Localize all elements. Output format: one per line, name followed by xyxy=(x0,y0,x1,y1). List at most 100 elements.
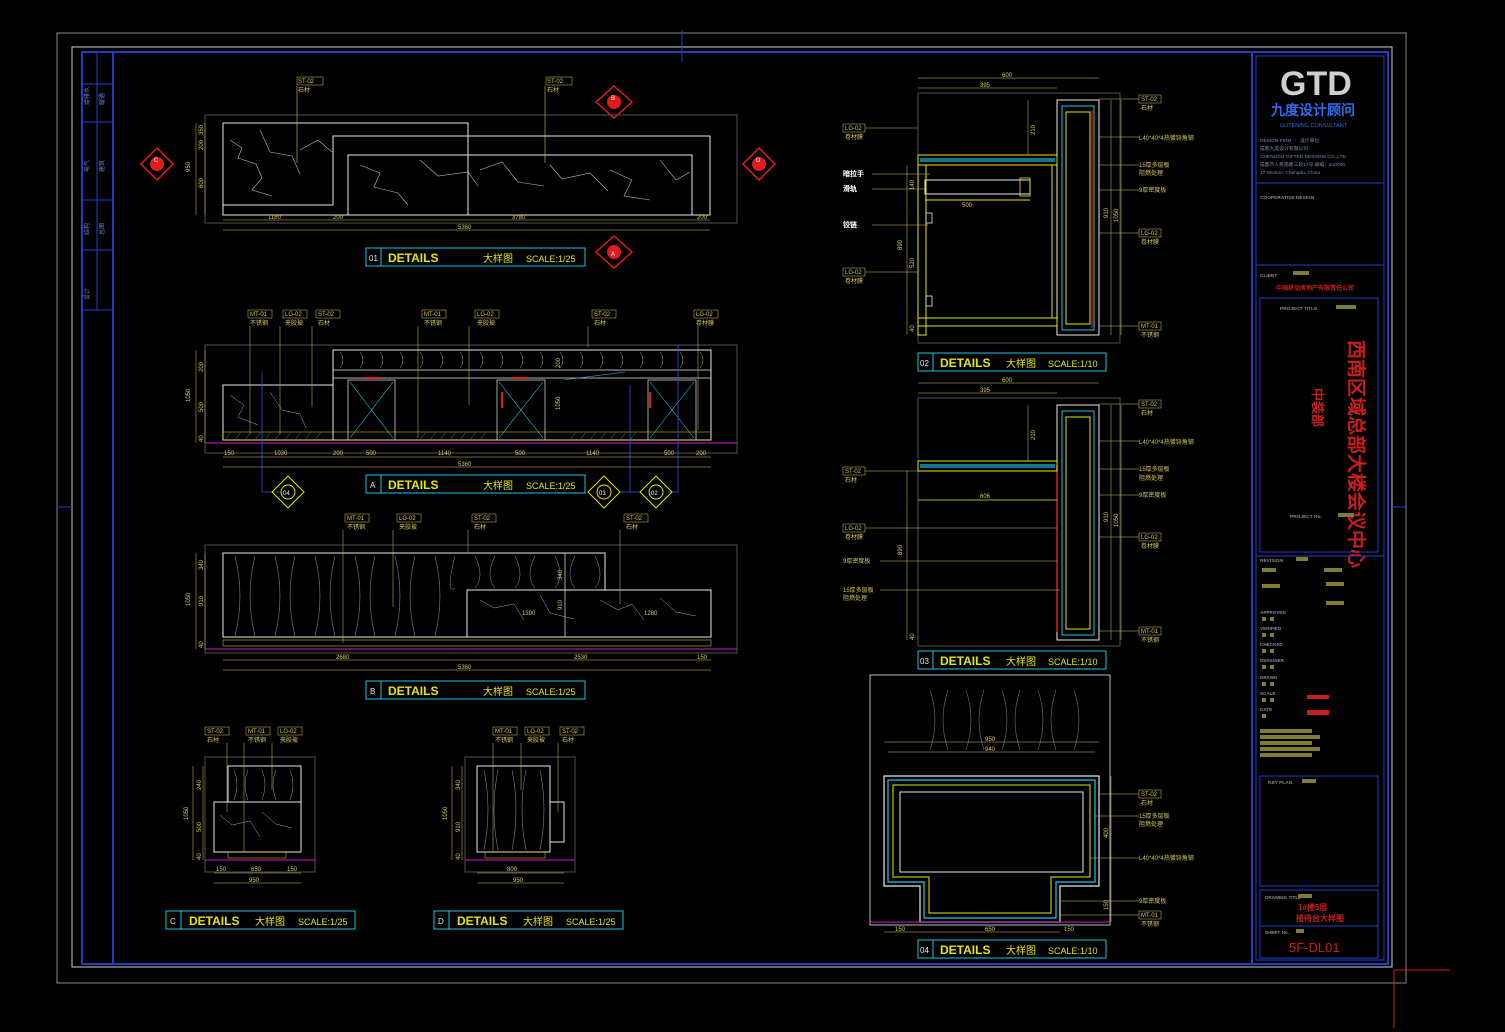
svg-text:500: 500 xyxy=(197,821,203,832)
svg-text:1140: 1140 xyxy=(586,451,600,457)
svg-text:ST-02: ST-02 xyxy=(594,312,611,318)
svg-text:LG-02: LG-02 xyxy=(845,526,862,532)
svg-text:成都市人民南路三段17号 邮编：610000: 成都市人民南路三段17号 邮编：610000 xyxy=(1260,161,1345,168)
svg-text:5F-DL01: 5F-DL01 xyxy=(1289,940,1340,955)
detail-label-C: C DETAILS 大样图 SCALE:1/25 xyxy=(165,910,356,930)
svg-text:400: 400 xyxy=(1104,827,1110,838)
detail-label-A: A DETAILS 大样图 SCALE:1/25 xyxy=(365,474,586,494)
title-block: GTD 九度设计顾问 GUTENING CONSULTANT DESIGN FI… xyxy=(1255,55,1385,961)
svg-text:1050: 1050 xyxy=(184,806,190,820)
svg-text:中国移动房地产有限责任公司: 中国移动房地产有限责任公司 xyxy=(1276,284,1354,292)
svg-text:D: D xyxy=(438,917,444,926)
svg-text:ST-02: ST-02 xyxy=(318,312,335,318)
strip-label-2: 暖通 xyxy=(98,93,106,105)
svg-text:9厚密度板: 9厚密度板 xyxy=(1139,186,1166,194)
svg-text:890: 890 xyxy=(898,544,904,555)
svg-text:L40*40*4热镀锌角钢: L40*40*4热镀锌角钢 xyxy=(1139,438,1194,446)
svg-text:DETAILS: DETAILS xyxy=(189,914,239,928)
svg-text:DRAWN: DRAWN xyxy=(1260,675,1278,680)
svg-text:ST-02: ST-02 xyxy=(1141,97,1158,103)
svg-text:1140: 1140 xyxy=(438,451,452,457)
svg-text:大样图: 大样图 xyxy=(1006,357,1036,370)
strip-label-6: 总图 xyxy=(98,223,106,235)
svg-text:LG-02: LG-02 xyxy=(527,729,544,735)
detail-02-section: 600 395 500 210 890 140 520 40 910 1050 … xyxy=(842,73,1194,344)
svg-text:15厚多层板: 15厚多层板 xyxy=(843,586,874,594)
svg-text:夹胶玻: 夹胶玻 xyxy=(285,319,303,327)
section-marker-A-bottom: A xyxy=(594,234,634,270)
svg-text:500: 500 xyxy=(199,401,205,412)
svg-text:GUTENING CONSULTANT: GUTENING CONSULTANT xyxy=(1280,123,1348,129)
svg-text:340: 340 xyxy=(558,569,564,580)
svg-text:暗拉手: 暗拉手 xyxy=(843,169,864,178)
svg-text:MT-01: MT-01 xyxy=(1141,629,1159,635)
svg-text:910: 910 xyxy=(1104,511,1110,522)
svg-text:中装部: 中装部 xyxy=(1310,388,1325,427)
svg-text:接待台大样图: 接待台大样图 xyxy=(1296,913,1344,923)
svg-text:不锈钢: 不锈钢 xyxy=(250,319,268,327)
svg-text:LG-02: LG-02 xyxy=(280,729,297,735)
svg-text:不锈钢: 不锈钢 xyxy=(424,319,442,327)
svg-text:石材: 石材 xyxy=(298,86,310,94)
svg-text:DETAILS: DETAILS xyxy=(388,478,438,492)
svg-text:950: 950 xyxy=(985,737,996,743)
svg-text:210: 210 xyxy=(1031,124,1037,135)
svg-text:铰链: 铰链 xyxy=(842,220,857,229)
svg-text:阻燃处理: 阻燃处理 xyxy=(1139,169,1163,177)
svg-text:150: 150 xyxy=(1104,899,1110,910)
svg-text:A: A xyxy=(611,252,615,258)
svg-text:不锈钢: 不锈钢 xyxy=(347,523,365,531)
section-marker-03: 03 xyxy=(587,475,621,509)
svg-text:600: 600 xyxy=(1002,73,1013,79)
svg-text:1050: 1050 xyxy=(186,388,192,402)
svg-text:不锈钢: 不锈钢 xyxy=(1141,636,1159,644)
svg-text:阻燃处理: 阻燃处理 xyxy=(1139,474,1163,482)
svg-text:大样图: 大样图 xyxy=(483,252,513,265)
svg-text:606: 606 xyxy=(980,494,991,500)
svg-text:不锈钢: 不锈钢 xyxy=(1141,920,1159,928)
svg-text:04: 04 xyxy=(920,946,929,955)
detail-label-D: D DETAILS 大样图 SCALE:1/25 xyxy=(433,910,624,930)
svg-text:5360: 5360 xyxy=(458,225,472,231)
svg-text:1050: 1050 xyxy=(1114,513,1120,527)
svg-text:1050: 1050 xyxy=(556,396,562,410)
detail-label-B: B DETAILS 大样图 SCALE:1/25 xyxy=(365,680,586,700)
svg-text:DETAILS: DETAILS xyxy=(940,356,990,370)
svg-text:DRAWING TITLE: DRAWING TITLE xyxy=(1265,895,1301,900)
svg-text:石材: 石材 xyxy=(1141,104,1153,112)
svg-text:GTD: GTD xyxy=(1280,65,1352,103)
svg-text:夹胶玻: 夹胶玻 xyxy=(399,523,417,531)
svg-text:910: 910 xyxy=(1104,207,1110,218)
svg-text:150: 150 xyxy=(895,927,906,933)
svg-text:PROJECT TITLE: PROJECT TITLE xyxy=(1280,306,1318,312)
svg-text:石材: 石材 xyxy=(845,476,857,484)
svg-text:SCALE:1/25: SCALE:1/25 xyxy=(566,917,616,927)
svg-text:阻燃处理: 阻燃处理 xyxy=(1139,820,1163,828)
svg-text:ST-02: ST-02 xyxy=(845,469,862,475)
svg-text:240: 240 xyxy=(197,779,203,790)
svg-text:500: 500 xyxy=(664,451,675,457)
svg-text:C: C xyxy=(170,917,176,926)
svg-text:02: 02 xyxy=(920,359,929,368)
svg-text:395: 395 xyxy=(980,388,991,394)
strip-label-1: 给排水 xyxy=(83,87,91,105)
svg-text:200: 200 xyxy=(696,451,707,457)
svg-text:滑轨: 滑轨 xyxy=(843,184,857,193)
svg-text:140: 140 xyxy=(910,179,916,190)
outer-frame xyxy=(56,32,1407,984)
svg-text:CHECKED: CHECKED xyxy=(1260,642,1283,647)
svg-text:910: 910 xyxy=(199,595,205,606)
svg-text:1050: 1050 xyxy=(186,592,192,606)
svg-text:SCALE: SCALE xyxy=(1260,691,1276,696)
svg-text:520: 520 xyxy=(910,257,916,268)
svg-text:卷材膜: 卷材膜 xyxy=(845,533,863,541)
svg-text:石材: 石材 xyxy=(1141,409,1153,417)
svg-text:LG-02: LG-02 xyxy=(1141,535,1158,541)
svg-text:石材: 石材 xyxy=(562,736,574,744)
svg-text:500: 500 xyxy=(366,451,377,457)
detail-label-03: 03 DETAILS 大样图 SCALE:1/10 xyxy=(917,650,1107,670)
svg-text:SHEET No.: SHEET No. xyxy=(1265,930,1289,935)
svg-text:02: 02 xyxy=(651,491,658,497)
detail-label-02: 02 DETAILS 大样图 SCALE:1/10 xyxy=(917,352,1107,372)
